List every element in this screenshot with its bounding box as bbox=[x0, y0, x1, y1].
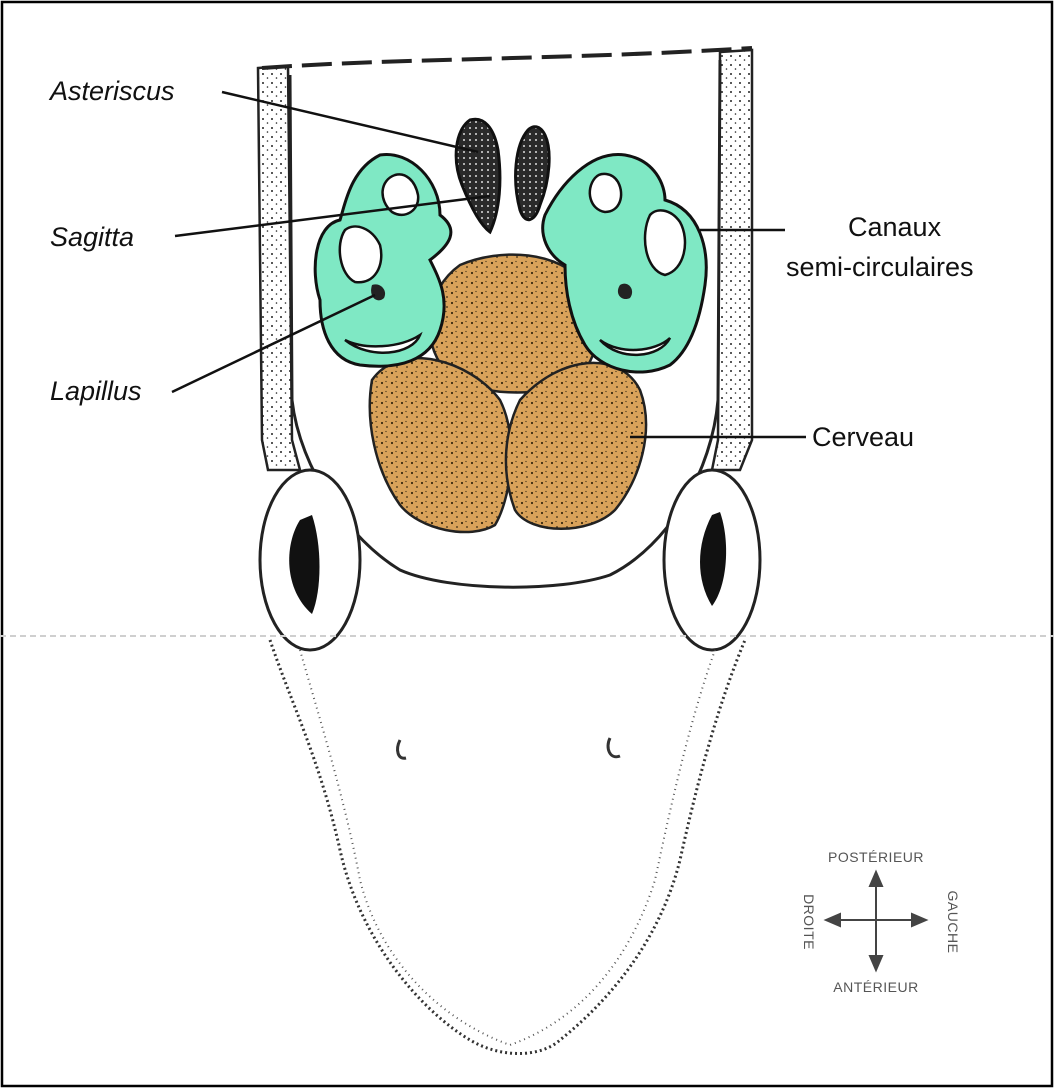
label-canaux-line2: semi-circulaires bbox=[786, 252, 974, 282]
compass-bottom: ANTÉRIEUR bbox=[833, 979, 918, 995]
compass-right: GAUCHE bbox=[945, 891, 961, 954]
label-lapillus: Lapillus bbox=[50, 376, 142, 406]
label-canaux-line1: Canaux bbox=[848, 212, 942, 242]
label-asteriscus: Asteriscus bbox=[48, 76, 175, 106]
label-sagitta: Sagitta bbox=[50, 222, 134, 252]
compass-left: DROITE bbox=[801, 894, 817, 950]
compass-top: POSTÉRIEUR bbox=[828, 849, 924, 865]
label-cerveau: Cerveau bbox=[812, 422, 914, 452]
eye-left-side bbox=[664, 470, 760, 650]
eye-right-side bbox=[260, 470, 360, 650]
